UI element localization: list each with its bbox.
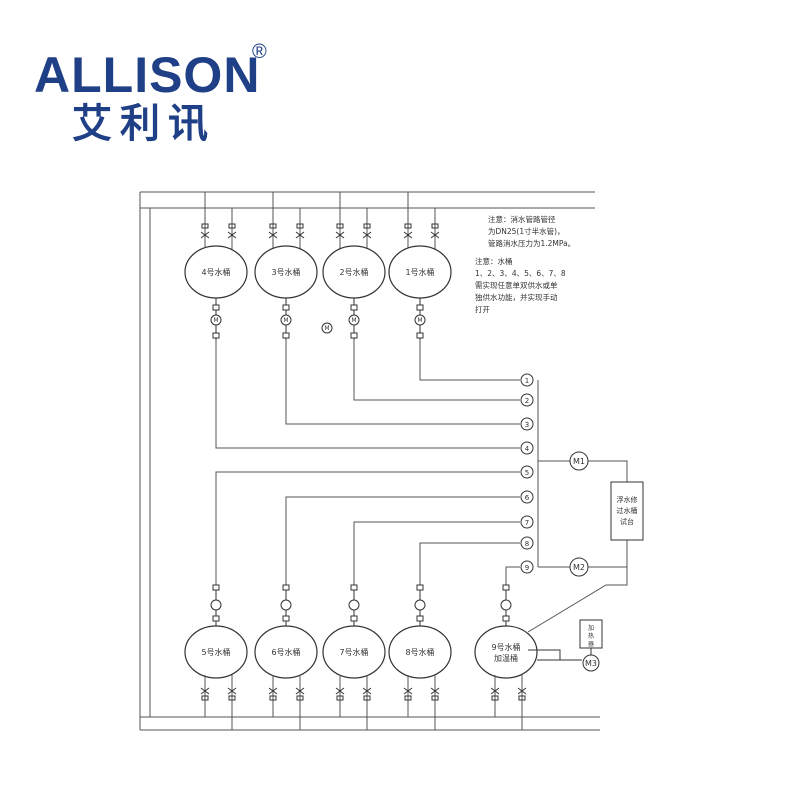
motor-m3	[582, 654, 600, 672]
heater-line-1: 加	[588, 624, 594, 632]
motor-mark-center: M	[324, 325, 329, 332]
note2-line-4: 独供水功能，并实现手动	[475, 292, 558, 302]
tank-label-3: 3号水桶	[271, 267, 300, 277]
tank-label-4: 4号水桶	[201, 267, 230, 277]
tank-label-9: 9号水桶	[491, 642, 520, 652]
junction-label-2: 2	[525, 397, 529, 405]
junction-label-7: 7	[525, 519, 529, 527]
tank-label-8: 8号水桶	[405, 647, 434, 657]
tank-label-9-sub: 加温桶	[494, 653, 518, 663]
tank-9	[474, 625, 538, 679]
tank-8	[388, 625, 452, 679]
motor-mark: M	[351, 317, 356, 324]
note2-line-3: 需实现任意单双供水或单	[475, 280, 558, 290]
motor-m2-label: M2	[573, 563, 585, 572]
registered-mark: ®	[252, 41, 267, 63]
top-valves	[200, 223, 440, 239]
junction-label-4: 4	[525, 445, 530, 453]
tank-label-1: 1号水桶	[405, 267, 434, 277]
motor-m3-label: M3	[585, 659, 597, 668]
junction-label-9: 9	[525, 564, 529, 572]
junctions	[520, 373, 534, 574]
tank-7	[322, 625, 386, 679]
tank-label-2: 2号水桶	[339, 267, 368, 277]
heater-line-2: 热	[588, 632, 594, 640]
bottom-outlets	[204, 675, 523, 730]
motor-m2	[569, 557, 589, 577]
bottom-inlets	[210, 584, 512, 628]
cabinet-line-3: 试台	[620, 517, 634, 526]
junction-label-1: 1	[525, 377, 529, 385]
logo-brand-text: ALLISON	[34, 47, 261, 103]
motor-m1-label: M1	[573, 457, 585, 466]
tank-label-6: 6号水桶	[271, 647, 300, 657]
bottom-routing	[215, 380, 628, 633]
motor-mark: M	[213, 317, 218, 324]
note2-line-5: 打开	[475, 304, 490, 314]
note1-line-2: 为DN25(1寸半水管)，	[488, 226, 565, 236]
main-pipes	[139, 191, 600, 731]
heater-line-3: 器	[588, 641, 594, 648]
junction-label-6: 6	[525, 494, 530, 502]
junction-label-3: 3	[525, 421, 529, 429]
tank-label-7: 7号水桶	[339, 647, 368, 657]
top-outlets	[210, 298, 426, 340]
note2-line-2: 1、2、3、4、5、6、7、8	[475, 269, 566, 278]
tank-label-5: 5号水桶	[201, 647, 230, 657]
note1-line-3: 管路消水压力为1.2MPa。	[488, 238, 575, 248]
junction-label-8: 8	[525, 540, 529, 548]
motor-mark: M	[417, 317, 422, 324]
motor-m1	[569, 451, 589, 471]
bottom-tanks	[184, 625, 538, 679]
junction-label-5: 5	[525, 469, 529, 477]
top-routing	[215, 340, 520, 449]
top-tank-pipes	[204, 192, 436, 250]
cabinet-line-1: 浮水修	[617, 495, 638, 504]
motor-mark: M	[283, 317, 288, 324]
logo-chinese-text: 艾利讯	[72, 101, 216, 147]
tank-6	[254, 625, 318, 679]
cabinet-line-2: 过水桶	[617, 506, 638, 515]
note1-line-1: 注意：消水管路管径	[488, 214, 556, 224]
tank-5	[184, 625, 248, 679]
control-cabinet	[610, 481, 644, 541]
note2-line-1: 注意：水桶	[475, 256, 513, 266]
bottom-valves	[200, 687, 527, 701]
